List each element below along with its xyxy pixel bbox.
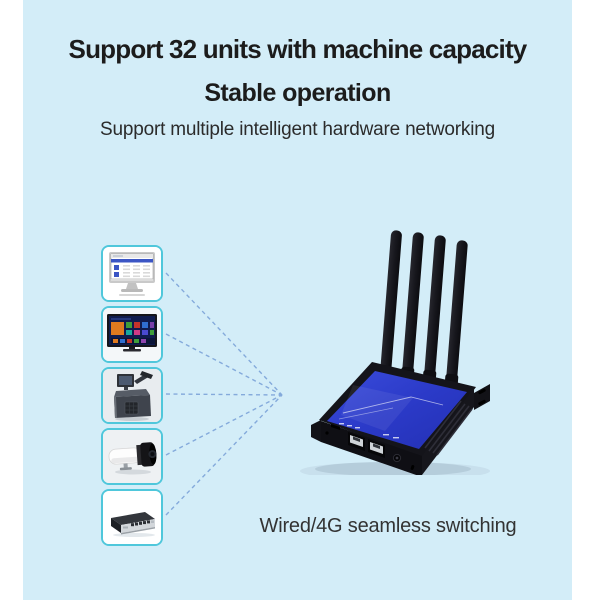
title-line1: Support 32 units with machine capacity xyxy=(68,34,528,64)
network-switch-icon xyxy=(103,491,161,544)
device-box-pos xyxy=(101,367,163,424)
device-box-computer xyxy=(101,245,163,302)
pos-terminal-icon xyxy=(103,369,161,422)
desktop-computer-icon xyxy=(103,247,161,300)
router-image xyxy=(293,215,503,480)
4g-router-icon xyxy=(300,230,490,480)
caption: Wired/4G seamless switching xyxy=(259,515,517,537)
title-line2: Stable operation xyxy=(204,79,391,107)
subtitle: Support multiple intelligent hardware ne… xyxy=(100,119,495,140)
content-panel: Support 32 units with machine capacity S… xyxy=(23,0,572,600)
device-box-switch xyxy=(101,489,163,546)
smart-tv-icon xyxy=(103,308,161,361)
device-box-camera xyxy=(101,428,163,485)
header: Support 32 units with machine capacity S… xyxy=(23,34,572,141)
device-column xyxy=(101,245,163,546)
device-box-tv xyxy=(101,306,163,363)
cctv-camera-icon xyxy=(103,430,161,483)
